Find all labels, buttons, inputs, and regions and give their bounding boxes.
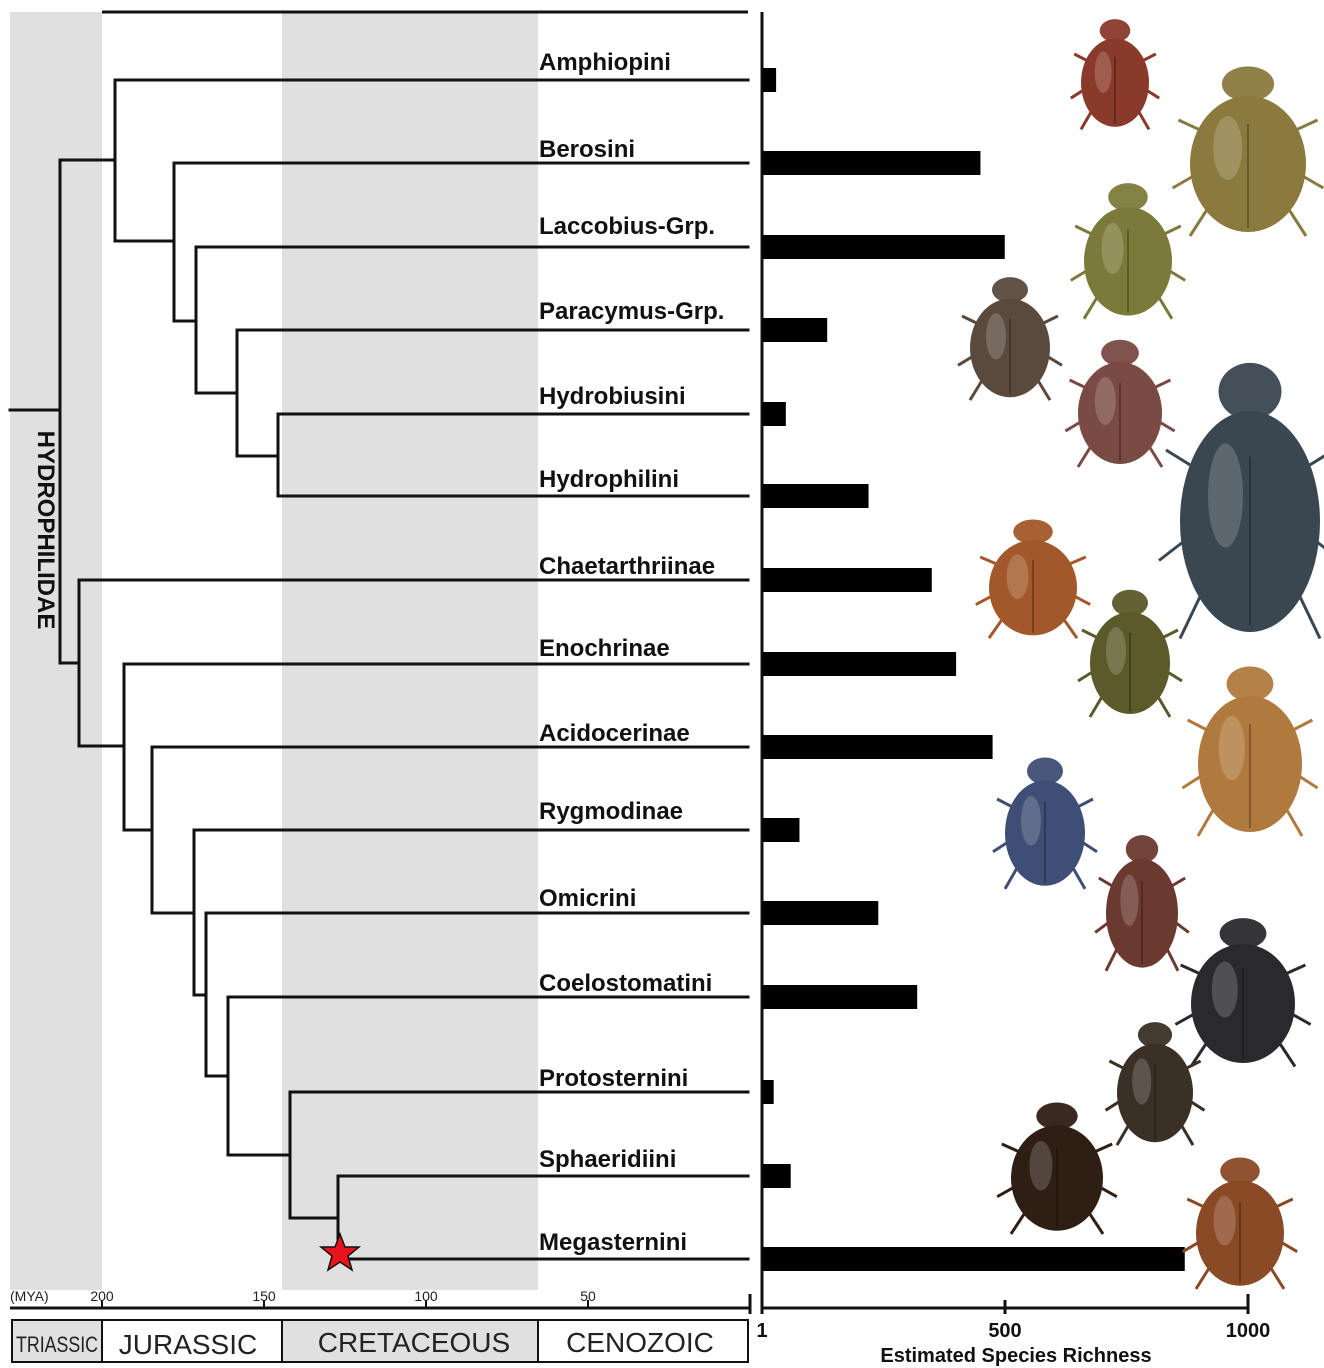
period-label-jurassic: JURASSIC: [119, 1329, 257, 1360]
bar-x-tick-label: 1000: [1226, 1320, 1271, 1342]
richness-bar-omicrini: [762, 901, 878, 925]
period-label-triassic: TRIASSIC: [16, 1332, 98, 1357]
beetle-photo-icon: [1175, 918, 1310, 1066]
richness-bar-amphiopini: [762, 68, 776, 92]
richness-bar-laccobius-grp: [762, 235, 1005, 259]
beetle-photo-icon: [958, 277, 1062, 400]
richness-bar-enochrinae: [762, 652, 956, 676]
triassic-shade: [10, 12, 102, 1290]
richness-bar-berosini: [762, 151, 980, 175]
taxon-label: Paracymus-Grp.: [539, 298, 724, 325]
beetle-photo-icon: [1095, 835, 1189, 971]
taxon-label: Hydrophilini: [539, 466, 679, 493]
richness-bar-paracymus-grp: [762, 318, 827, 342]
taxon-label: Enochrinae: [539, 635, 670, 662]
richness-bar-rygmodinae: [762, 818, 799, 842]
time-tick-label: 50: [580, 1288, 596, 1304]
taxon-label: Omicrini: [539, 885, 636, 912]
taxon-label: Coelostomatini: [539, 970, 712, 997]
period-label-cretaceous: CRETACEOUS: [318, 1327, 510, 1358]
bar-x-axis-title: Estimated Species Richness: [880, 1345, 1151, 1367]
richness-bar-coelostomatini: [762, 985, 917, 1009]
richness-bar-chaetarthriinae: [762, 568, 932, 592]
bar-x-tick-label: 500: [988, 1320, 1021, 1342]
beetle-photo-icon: [1078, 590, 1182, 717]
taxon-labels: Amphiopini Berosini Laccobius-Grp. Parac…: [539, 49, 724, 1256]
richness-bar-megasternini: [762, 1247, 1185, 1271]
clade-label: HYDROPHILIDAE: [32, 431, 59, 630]
taxon-label: Acidocerinae: [539, 720, 690, 747]
beetle-photo-icon: [1071, 183, 1185, 319]
beetle-photo-icon: [1106, 1022, 1205, 1145]
beetle-photos: [958, 19, 1324, 1289]
taxon-label: Sphaeridiini: [539, 1146, 676, 1173]
beetle-photo-icon: [1173, 66, 1324, 236]
beetle-photo-icon: [976, 519, 1090, 638]
richness-bar-acidocerinae: [762, 735, 993, 759]
taxon-label: Laccobius-Grp.: [539, 213, 715, 240]
beetle-photo-icon: [1159, 363, 1324, 639]
bar-x-tick-label: 1: [756, 1320, 767, 1342]
time-axis-unit-label: (MYA): [10, 1288, 49, 1304]
richness-bar-hydrophilini: [762, 484, 869, 508]
taxon-label: Berosini: [539, 136, 635, 163]
beetle-photo-icon: [1071, 19, 1159, 129]
taxon-label: Hydrobiusini: [539, 383, 686, 410]
beetle-photo-icon: [993, 757, 1097, 888]
taxon-label: Chaetarthriinae: [539, 553, 715, 580]
geologic-periods: TRIASSIC JURASSIC CRETACEOUS CENOZOIC: [12, 1320, 748, 1362]
beetle-photo-icon: [997, 1102, 1117, 1233]
cretaceous-shade: [282, 12, 538, 1290]
taxon-label: Protosternini: [539, 1065, 688, 1092]
period-label-cenozoic: CENOZOIC: [566, 1327, 714, 1358]
beetle-photo-icon: [1065, 340, 1174, 467]
time-tick-label: 100: [414, 1288, 438, 1304]
time-tick-label: 200: [90, 1288, 114, 1304]
taxon-label: Megasternini: [539, 1229, 687, 1256]
time-tick-label: 150: [252, 1288, 276, 1304]
beetle-photo-icon: [1183, 1157, 1297, 1288]
period-shading: [10, 12, 538, 1290]
taxon-label: Rygmodinae: [539, 798, 683, 825]
beetle-photo-icon: [1182, 666, 1317, 836]
richness-bar-sphaeridiini: [762, 1164, 791, 1188]
time-axis: (MYA) 200 150 100 50: [10, 1288, 750, 1314]
richness-bar-hydrobiusini: [762, 402, 786, 426]
richness-bar-protosternini: [762, 1080, 774, 1104]
taxon-label: Amphiopini: [539, 49, 671, 76]
